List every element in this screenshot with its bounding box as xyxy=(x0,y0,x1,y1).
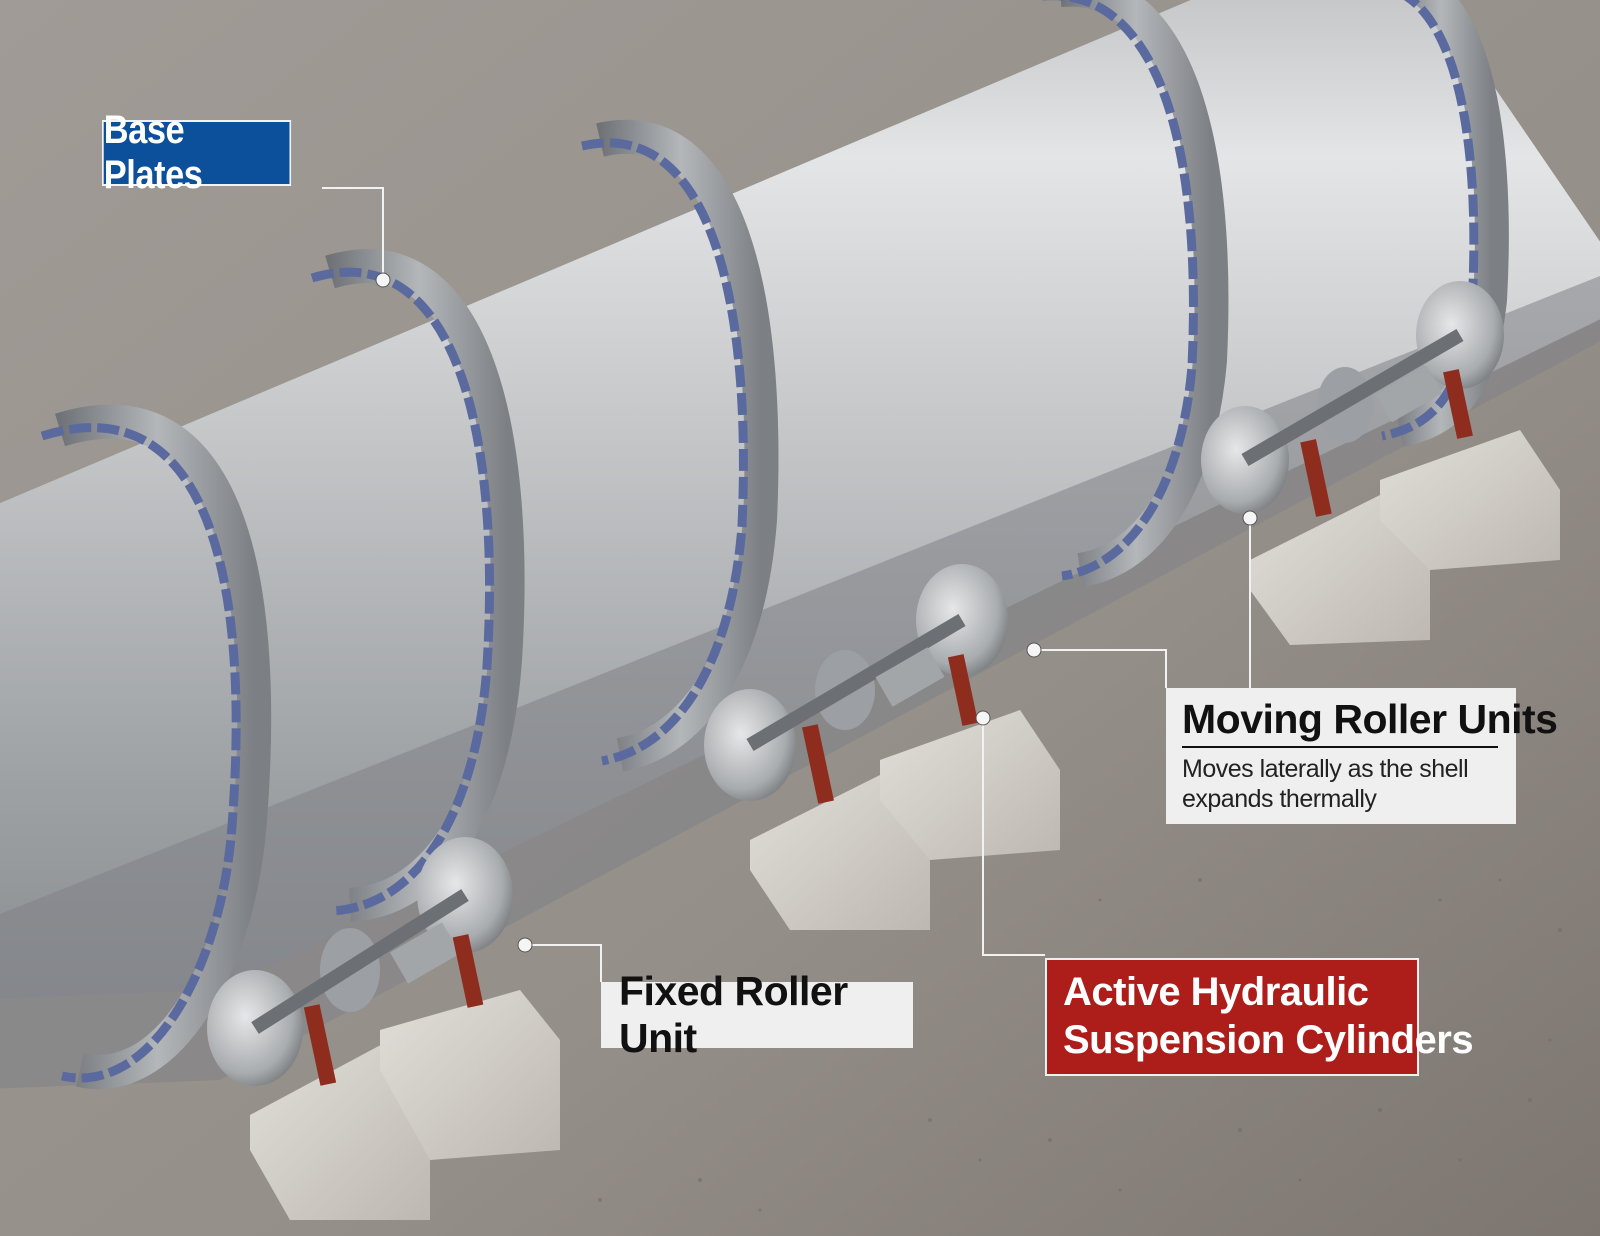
leader-hydraulic xyxy=(982,718,1045,956)
leader-lines xyxy=(322,187,1251,982)
dot-moving-roller xyxy=(1026,642,1042,658)
leader-dots xyxy=(375,272,1258,953)
leader-moving-roller xyxy=(1034,649,1167,688)
roller-station-fixed xyxy=(207,837,560,1220)
tyre-ring-4 xyxy=(1042,0,1229,587)
dot-fixed-roller xyxy=(517,937,533,953)
label-base-plates: Base Plates xyxy=(102,108,292,197)
moving-roller-title: Moving Roller Units xyxy=(1182,696,1558,748)
tyre-ring-1 xyxy=(40,404,272,1089)
roller-station-moving-2 xyxy=(1201,281,1560,645)
label-fixed-roller-unit: Fixed Roller Unit xyxy=(601,968,913,1061)
dot-base-plates xyxy=(375,272,391,288)
roller-station-moving-1 xyxy=(704,564,1060,930)
leader-fixed-roller xyxy=(525,944,602,982)
label-hydraulic-cylinders: Active Hydraulic Suspension Cylinders xyxy=(1045,958,1474,1076)
tyre-ring-3 xyxy=(580,119,779,772)
label-moving-roller-units: Moving Roller Units Moves laterally as t… xyxy=(1166,688,1558,824)
leader-base-plates xyxy=(322,187,384,280)
dot-moving-roller-2 xyxy=(1242,510,1258,526)
ground-speckles xyxy=(598,878,1562,1212)
hydraulic-line-1: Active Hydraulic xyxy=(1063,970,1369,1014)
dot-hydraulic xyxy=(975,710,991,726)
hydraulic-line-2: Suspension Cylinders xyxy=(1063,1018,1474,1062)
tyre-ring-5 xyxy=(1381,0,1509,447)
moving-roller-description: Moves laterally as the shell expands the… xyxy=(1182,755,1469,813)
